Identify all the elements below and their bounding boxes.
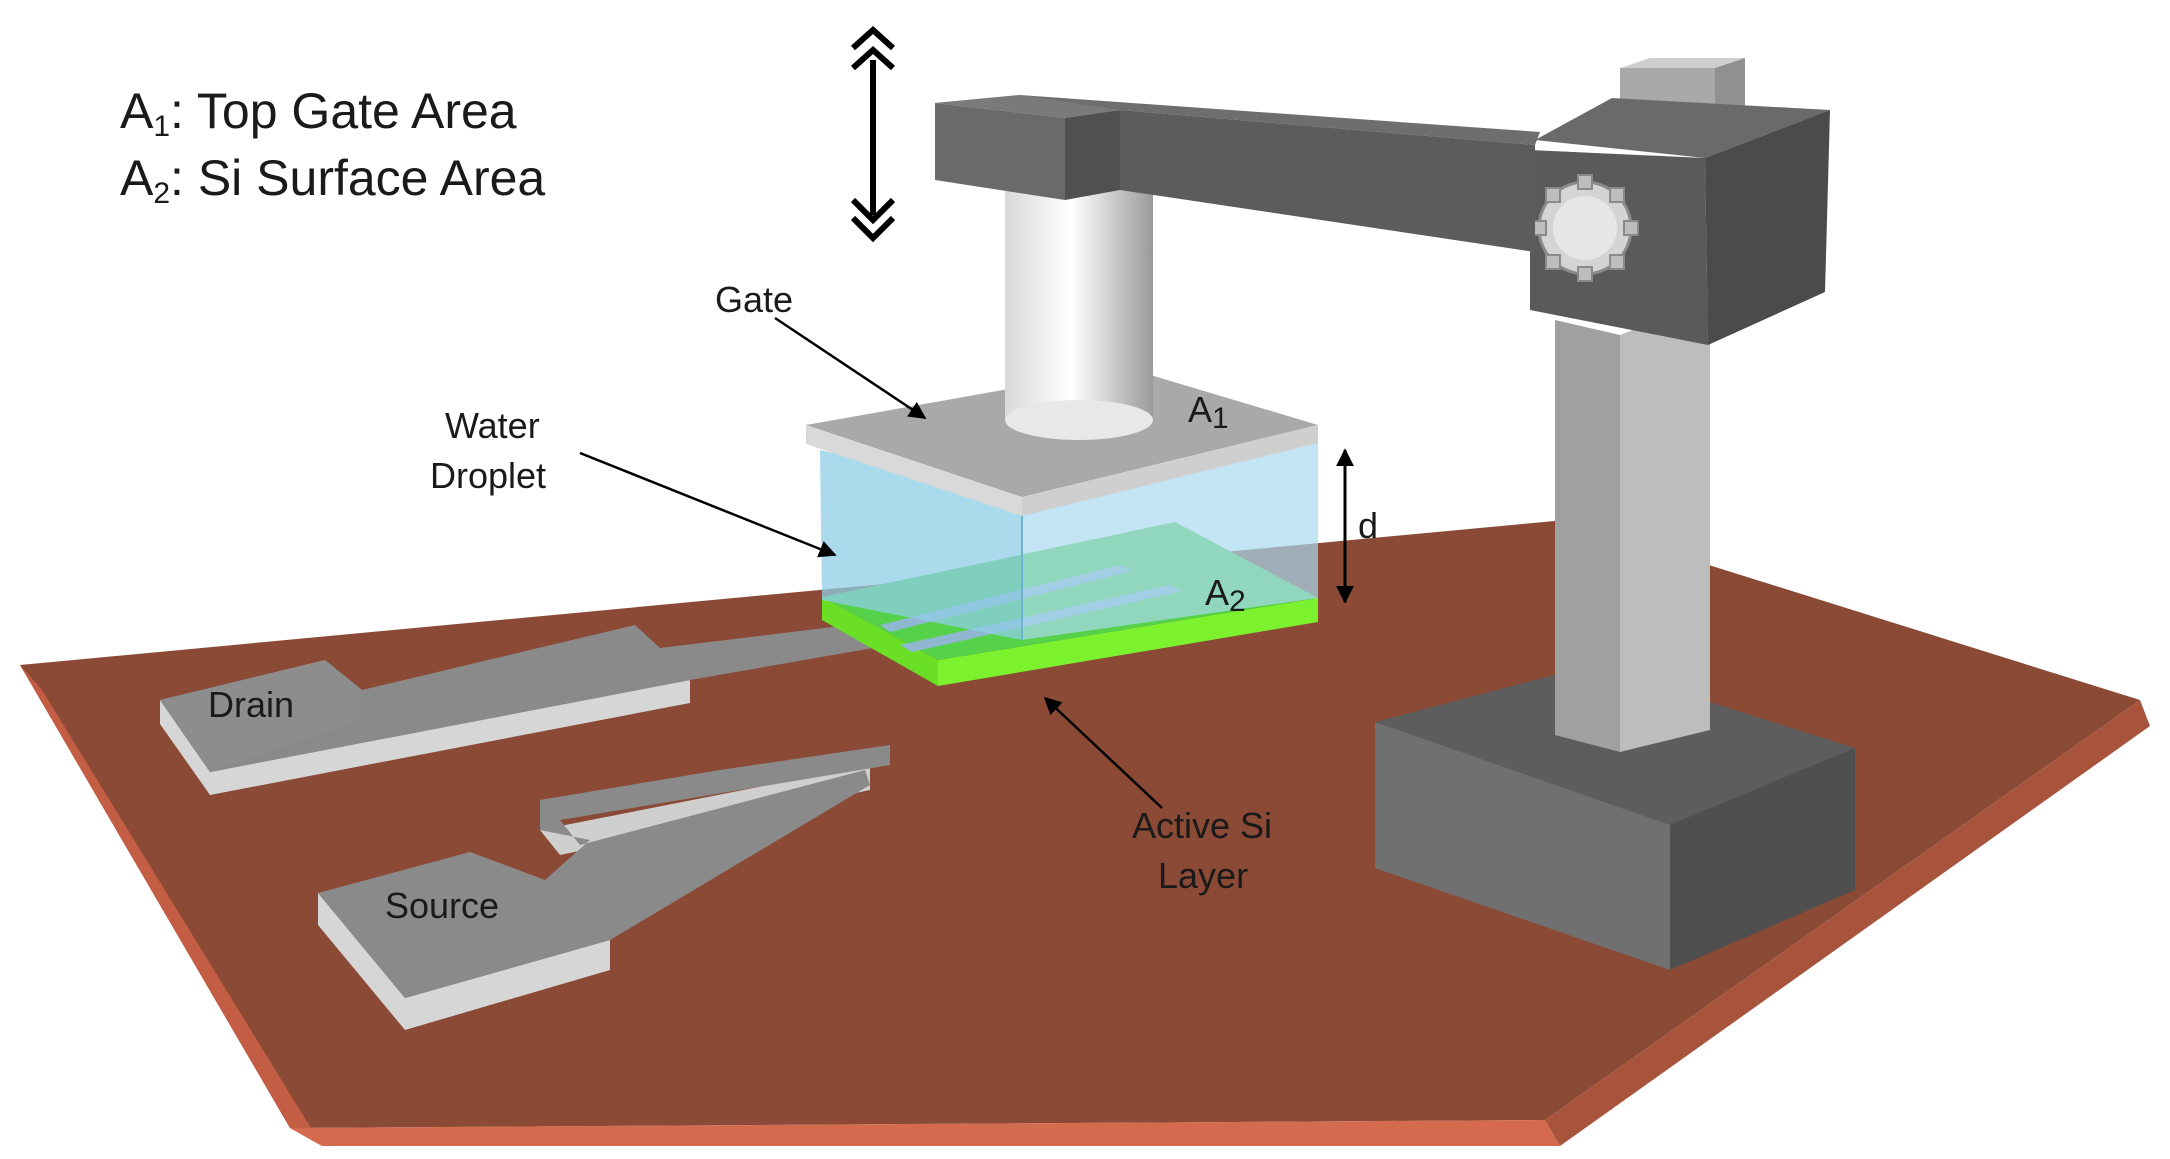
- active-si-label-line2: Layer: [1158, 855, 1248, 896]
- si-front-edge: [938, 598, 1318, 686]
- active-si-label-line1: Active Si: [1132, 805, 1272, 846]
- drain-trace-top: [160, 620, 890, 772]
- source-label: Source: [385, 885, 499, 926]
- gate-front-edge: [806, 425, 1022, 516]
- stand-arm-end-top: [935, 95, 1120, 118]
- gate-label: Gate: [715, 279, 793, 320]
- stand-stud-side: [1715, 58, 1745, 115]
- stand-base-side: [1670, 748, 1855, 970]
- board-front-edge: [20, 665, 322, 1146]
- stand-head-top: [1535, 98, 1830, 158]
- board-bottom-edge: [290, 1120, 1560, 1146]
- source-trace-side: [318, 893, 405, 1030]
- stand: [935, 58, 1855, 970]
- stand-pillar-front: [1555, 320, 1620, 752]
- stand-head-side: [1705, 110, 1830, 345]
- knob-icon: [1531, 174, 1639, 282]
- drain-trace-side: [160, 700, 210, 795]
- board-right-edge: [1545, 700, 2150, 1146]
- stand-arm-front: [1120, 110, 1535, 252]
- stand-arm-end-front: [935, 103, 1065, 200]
- drain-trace: [160, 620, 890, 795]
- stand-pillar-side: [1620, 300, 1710, 752]
- water-label-line2: Droplet: [430, 455, 546, 496]
- drain-trace-front: [210, 680, 690, 795]
- source-trace-top: [318, 745, 890, 998]
- drain-label: Drain: [208, 684, 294, 725]
- legend-a1: A1: Top Gate Area: [120, 83, 517, 143]
- d-label: d: [1358, 505, 1378, 546]
- source-trace: [318, 745, 890, 1030]
- source-trace-riser: [540, 765, 870, 855]
- gate-right-edge: [1022, 425, 1318, 516]
- a1-label: A1: [1188, 389, 1229, 435]
- water-label-line1: Water: [445, 405, 540, 446]
- water-pointer: [579, 451, 837, 558]
- active-si-pointer: [1043, 696, 1163, 809]
- stand-arm-end-side: [1065, 110, 1120, 200]
- stand-stud-top: [1620, 58, 1745, 68]
- gate-cylinder: [1005, 185, 1153, 440]
- stand-base-front: [1375, 722, 1670, 970]
- cylinder-bottom: [1005, 400, 1153, 440]
- vertical-motion-arrow: [850, 25, 896, 243]
- a2-label: A2: [1205, 572, 1246, 618]
- si-left-edge: [822, 597, 938, 686]
- cylinder-body: [1005, 185, 1153, 420]
- gate-pointer: [774, 316, 927, 420]
- drain-pad-top: [160, 660, 362, 772]
- source-trace-front: [405, 940, 610, 1030]
- legend-a2: A2: Si Surface Area: [120, 150, 545, 210]
